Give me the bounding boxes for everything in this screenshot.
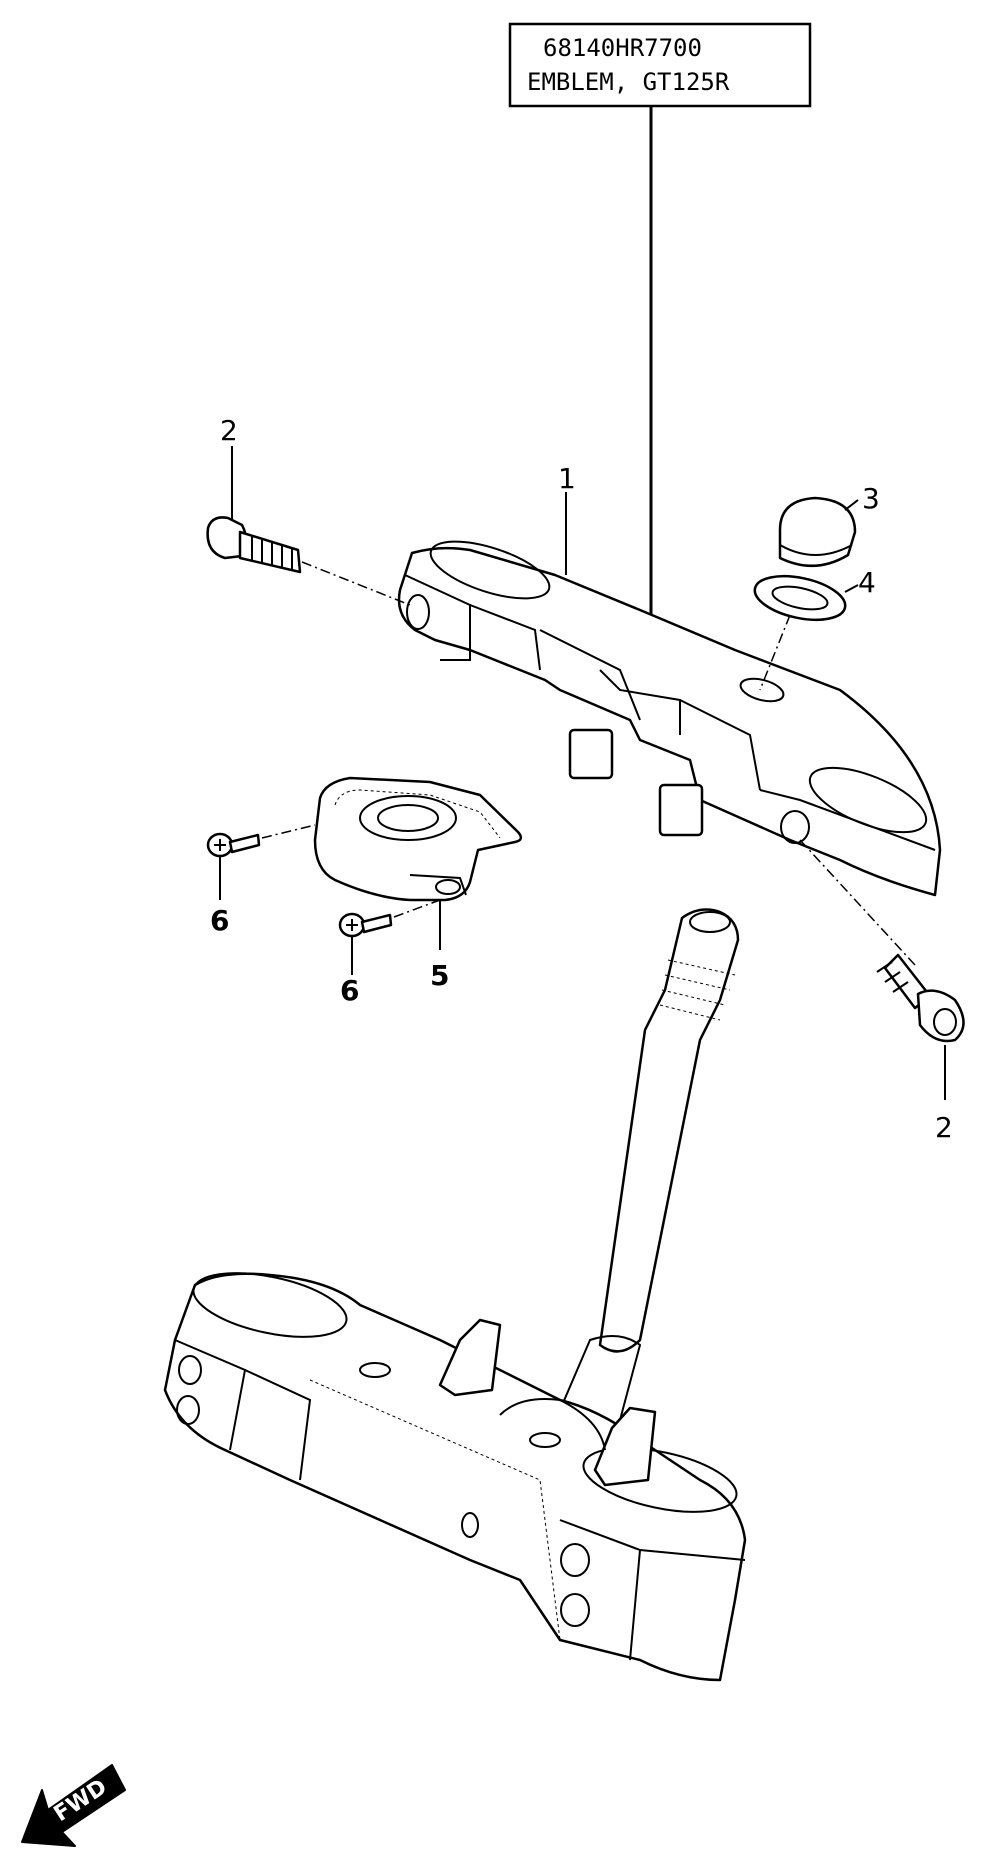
label-part-6-upper: 6 xyxy=(210,904,229,937)
callout-part-number: 68140HR7700 xyxy=(543,34,702,62)
bolt-bottom xyxy=(799,839,965,1100)
callout-box: 68140HR7700 EMBLEM, GT125R xyxy=(508,22,812,656)
upper-triple-clamp xyxy=(397,540,942,897)
label-part-2-top: 2 xyxy=(220,414,238,447)
fwd-arrow-icon: FWD xyxy=(21,1764,126,1847)
lower-triple-clamp xyxy=(163,1272,747,1682)
bolt-top xyxy=(206,516,411,606)
label-part-1: 1 xyxy=(558,462,576,495)
label-part-6-lower: 6 xyxy=(340,974,359,1007)
label-part-5: 5 xyxy=(430,959,449,992)
cover-bracket xyxy=(313,776,523,950)
label-part-3: 3 xyxy=(862,482,880,515)
washer xyxy=(753,574,847,691)
label-part-4: 4 xyxy=(858,566,876,599)
steering-stem xyxy=(559,908,740,1421)
label-leaders xyxy=(231,446,859,593)
screw-upper xyxy=(206,824,316,900)
screw-lower xyxy=(338,899,441,975)
callout-part-name: EMBLEM, GT125R xyxy=(527,68,730,96)
label-part-2-bottom: 2 xyxy=(935,1111,953,1144)
cap-nut xyxy=(778,496,857,568)
